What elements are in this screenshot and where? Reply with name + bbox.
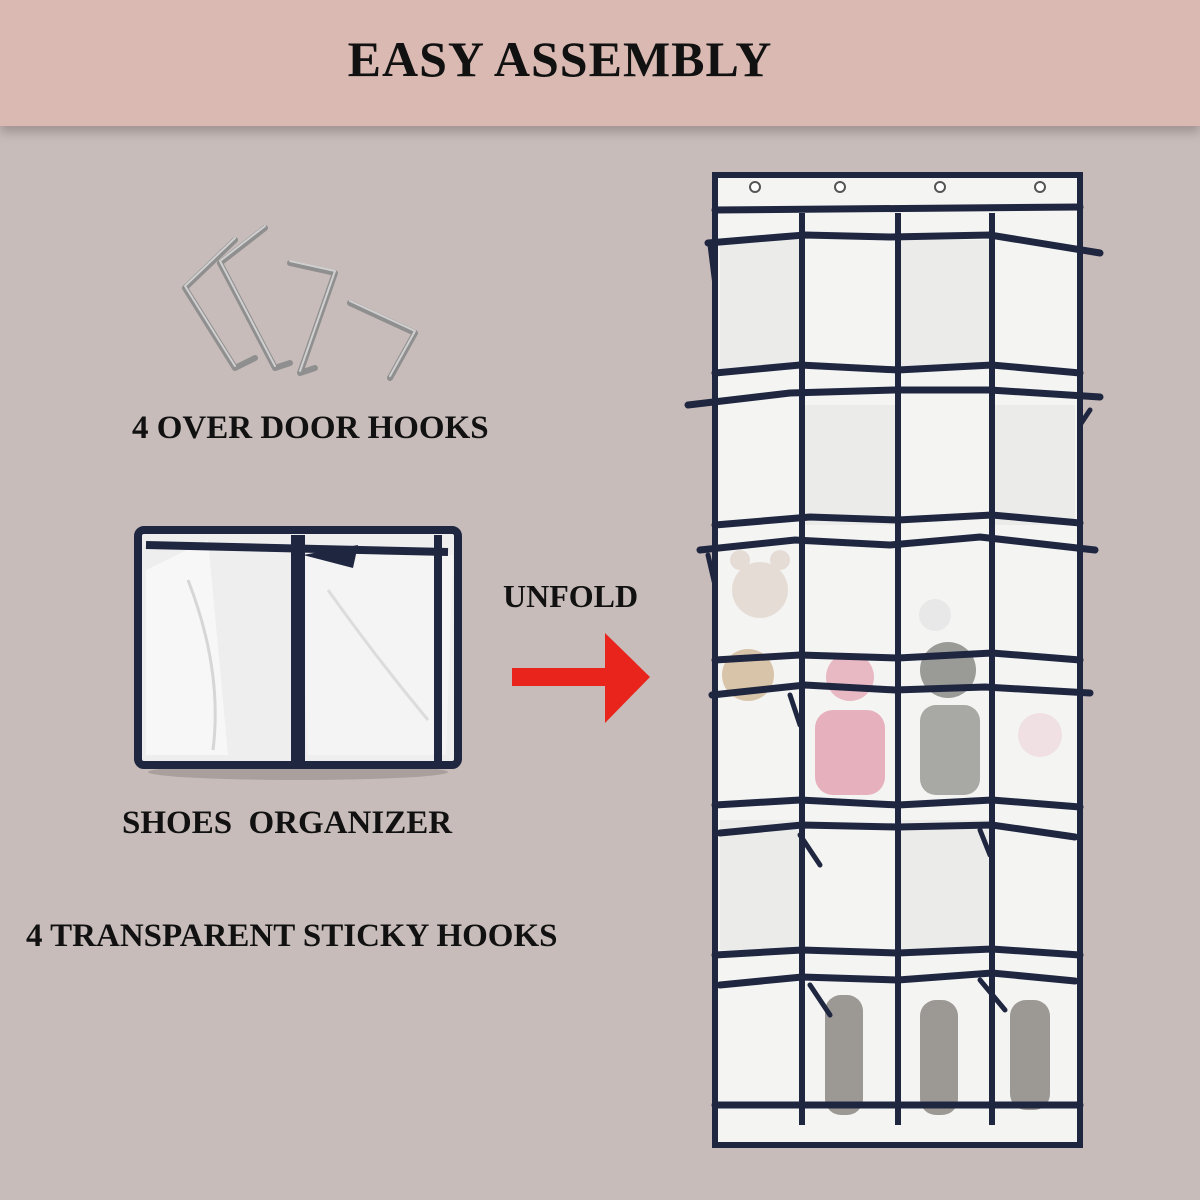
over-door-hooks-icon <box>182 225 418 381</box>
shoes-organizer-label: SHOES ORGANIZER <box>122 805 453 841</box>
unfold-label: UNFOLD <box>503 578 639 614</box>
folded-organizer-icon <box>134 526 462 780</box>
page-title: EASY ASSEMBLY <box>347 31 773 87</box>
hanging-organizer-icon <box>684 172 1104 1148</box>
header-banner: EASY ASSEMBLY <box>0 0 1200 126</box>
hooks-label: 4 OVER DOOR HOOKS <box>132 410 489 446</box>
sticky-hooks-label: 4 TRANSPARENT STICKY HOOKS <box>26 918 558 954</box>
right-arrow-icon <box>512 633 650 723</box>
